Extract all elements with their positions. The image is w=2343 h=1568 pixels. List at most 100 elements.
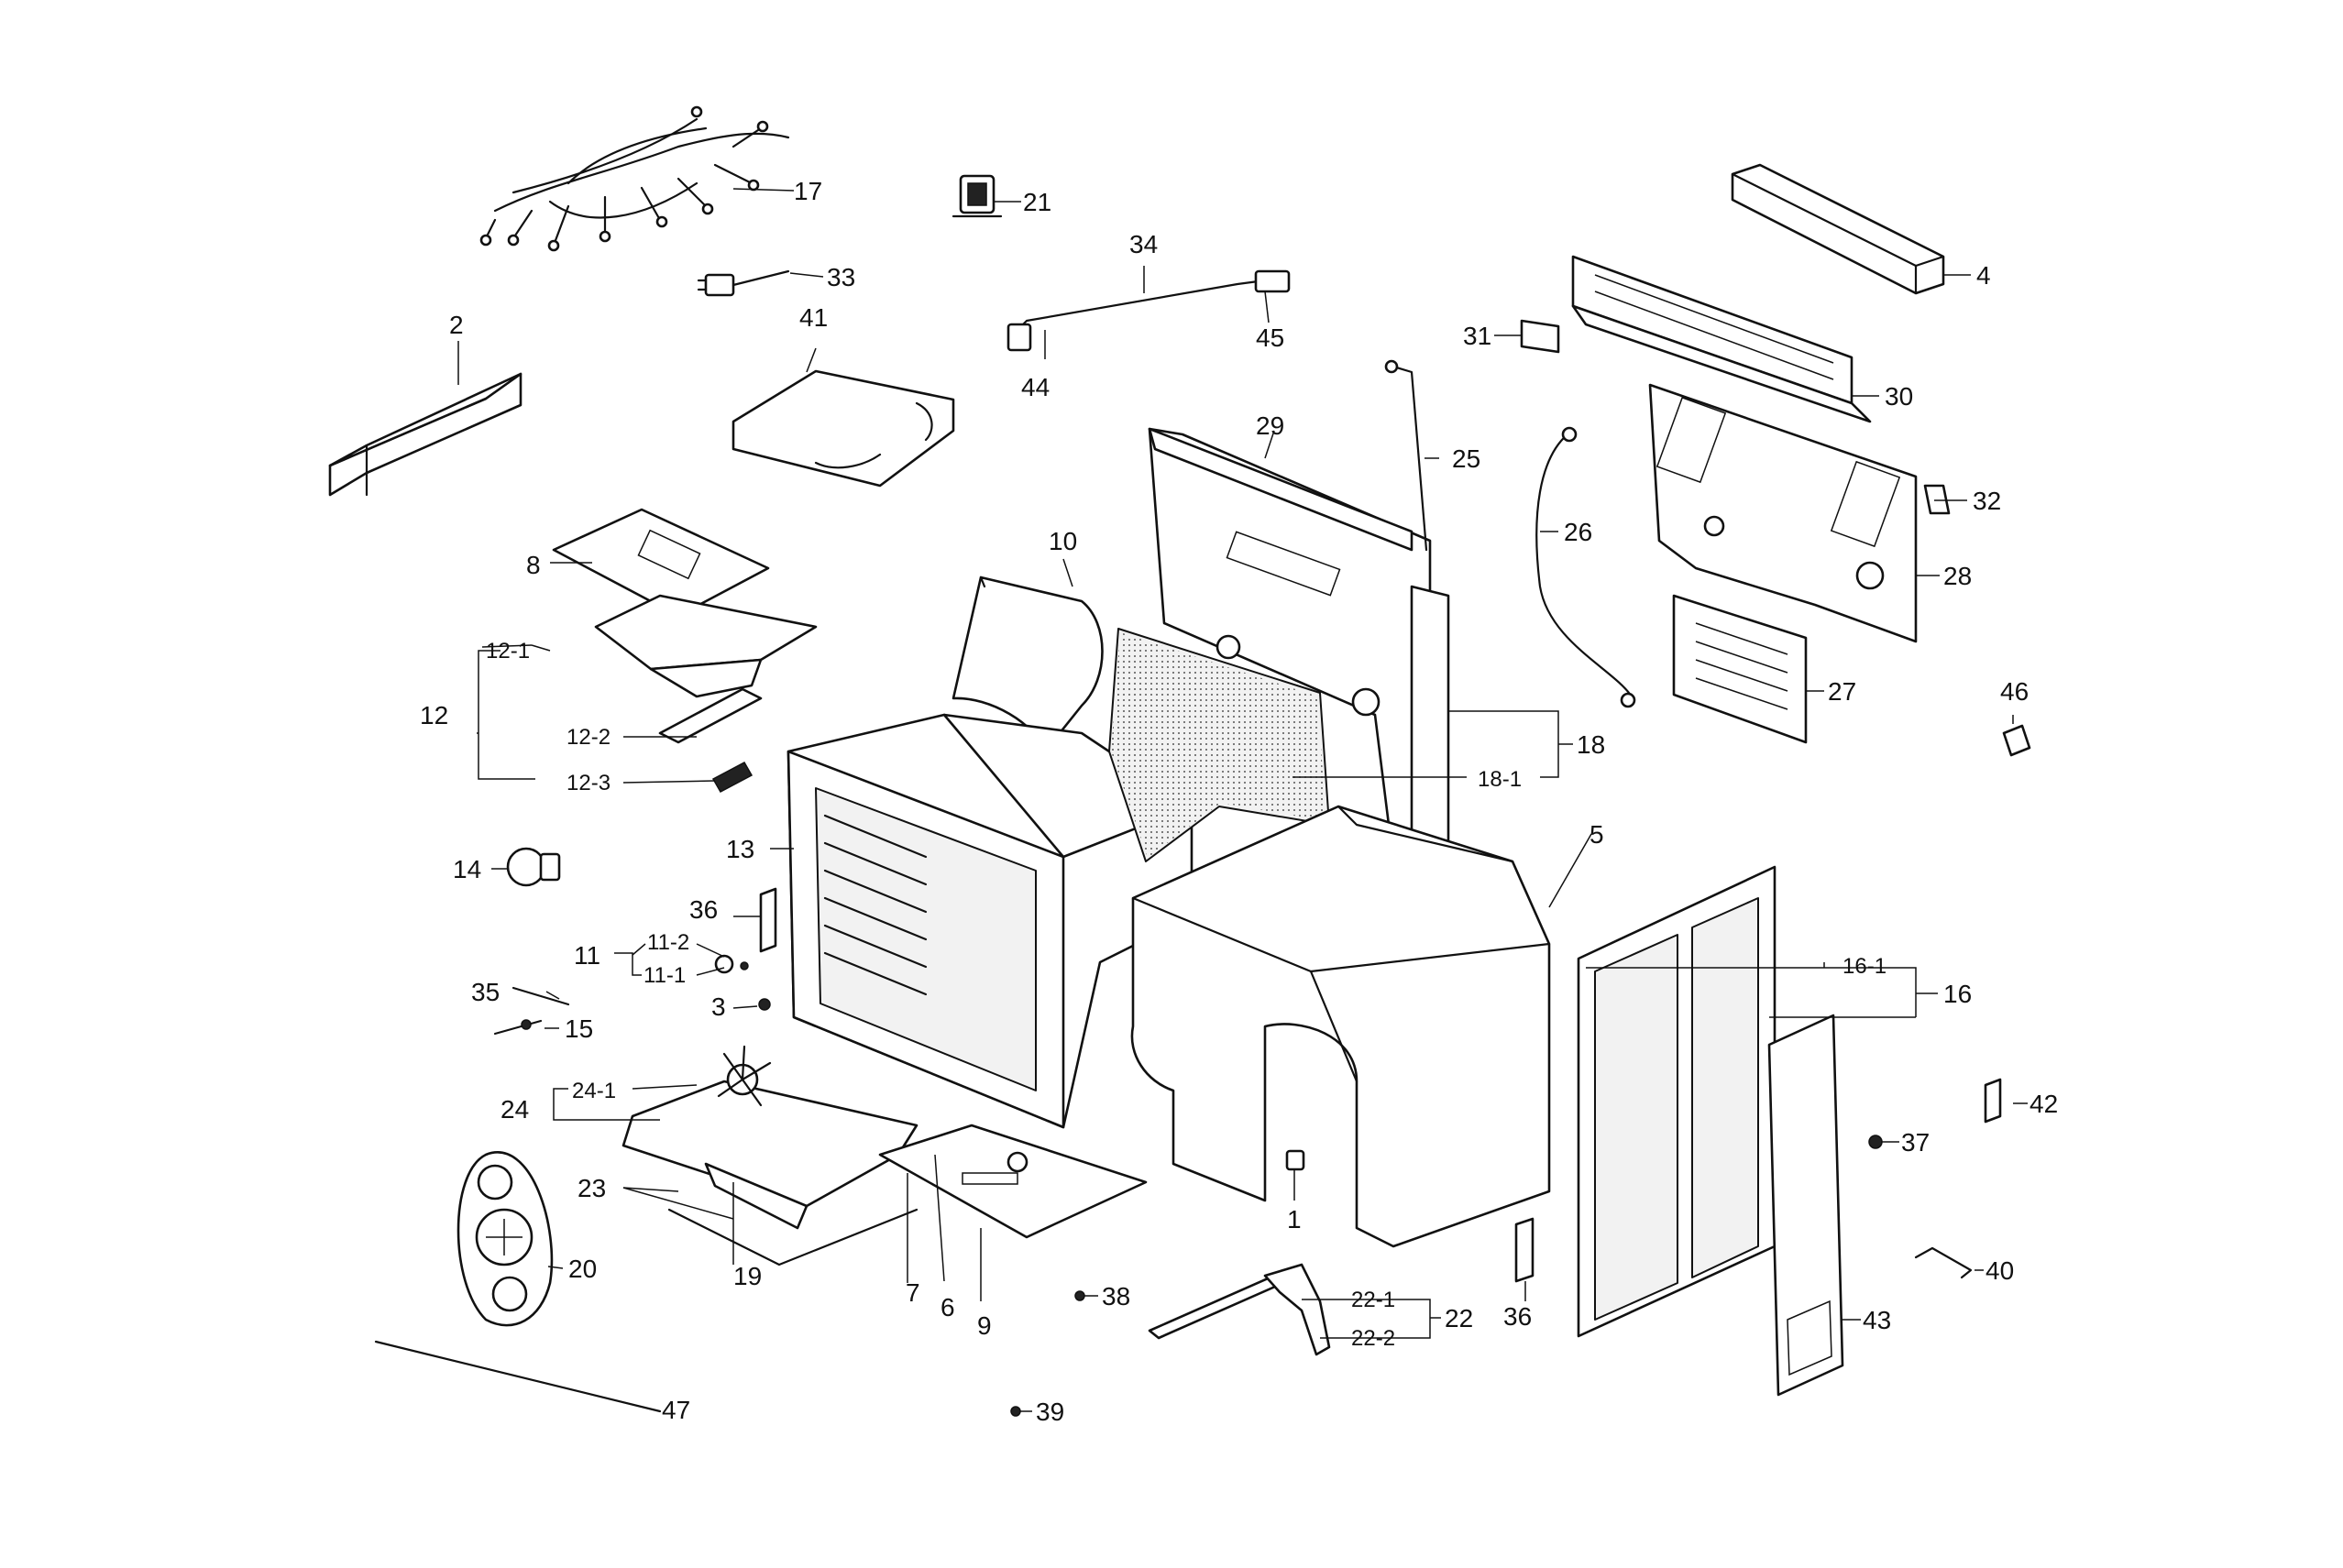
label-45: 45: [1256, 323, 1284, 352]
label-40: 40: [1986, 1256, 2014, 1285]
label-22-1: 22-1: [1351, 1288, 1395, 1312]
part-8-bracket-plate: [552, 508, 770, 618]
part-20-fan-cover: [456, 1151, 554, 1327]
label-46: 46: [2000, 677, 2029, 706]
label-8: 8: [526, 551, 541, 579]
label-19: 19: [733, 1262, 762, 1290]
label-29: 29: [1256, 411, 1284, 440]
part-38-screw: [1074, 1290, 1085, 1301]
label-36a: 36: [689, 895, 718, 924]
part-14-oven-light: [506, 847, 561, 887]
part-10-duct: [952, 576, 1104, 753]
label-12-1: 12-1: [486, 639, 530, 663]
part-19-fan-blade: [717, 1045, 772, 1107]
label-12: 12: [420, 701, 448, 729]
label-11-1: 11-1: [644, 963, 686, 988]
part-24-bottom-tray: [622, 1080, 918, 1230]
part-30-rear-rail: [1571, 255, 1872, 423]
label-32: 32: [1973, 487, 2001, 515]
label-41: 41: [799, 303, 828, 332]
label-11: 11: [574, 941, 600, 970]
part-27-rear-cover: [1672, 594, 1808, 744]
label-24-1: 24-1: [572, 1079, 616, 1103]
part-4-insulation-block: [1731, 163, 1945, 295]
part-47-rod: [374, 1340, 662, 1413]
label-22-2: 22-2: [1351, 1326, 1395, 1351]
label-33: 33: [827, 263, 855, 291]
label-3: 3: [711, 992, 726, 1021]
label-47: 47: [662, 1396, 690, 1424]
part-23-heater-element: [667, 1208, 918, 1266]
part-17-wire-harness: [479, 105, 790, 252]
label-10: 10: [1049, 527, 1077, 555]
label-12-2: 12-2: [566, 725, 610, 750]
label-14: 14: [453, 855, 481, 883]
part-22-hinge: [1148, 1263, 1331, 1356]
label-26: 26: [1564, 518, 1592, 546]
part-12-vent-assembly: [594, 594, 818, 794]
part-18-insulation-panel: [1108, 628, 1330, 862]
part-25-tube: [1384, 359, 1428, 552]
label-34: 34: [1129, 230, 1158, 258]
label-16: 16: [1943, 980, 1972, 1008]
part-9-floor-plate: [878, 1124, 1148, 1239]
label-17: 17: [794, 177, 822, 205]
part-41-cover-plate: [732, 369, 955, 488]
label-5: 5: [1590, 820, 1604, 849]
part-33-power-cord: [697, 269, 790, 297]
label-1: 1: [1287, 1205, 1302, 1234]
label-36b: 36: [1503, 1302, 1532, 1331]
label-18-1: 18-1: [1478, 767, 1522, 792]
part-36-hinge-bracket-right: [1514, 1217, 1534, 1283]
part-13-oven-cavity: [786, 713, 1194, 1129]
label-18: 18: [1577, 730, 1605, 759]
label-38: 38: [1102, 1282, 1130, 1310]
label-42: 42: [2030, 1090, 2058, 1118]
part-36-hinge-bracket-left: [759, 887, 777, 953]
part-31-bracket: [1520, 319, 1560, 354]
label-11-2: 11-2: [647, 930, 689, 955]
label-39: 39: [1036, 1398, 1064, 1426]
label-7: 7: [906, 1278, 920, 1307]
label-28: 28: [1943, 562, 1972, 590]
part-34-sensor-cable: [1006, 269, 1291, 352]
part-16-door-frame: [1577, 865, 1776, 1338]
label-27: 27: [1828, 677, 1856, 706]
label-43: 43: [1863, 1306, 1891, 1334]
part-29-rear-frame: [1148, 427, 1450, 872]
part-2-insulation-block: [328, 372, 522, 497]
label-35: 35: [471, 978, 500, 1006]
part-5-outer-cabinet: [1130, 805, 1551, 1248]
part-42-clip: [1984, 1078, 2002, 1124]
part-35-rod: [512, 986, 570, 1006]
label-21: 21: [1023, 188, 1051, 216]
label-23: 23: [578, 1174, 606, 1202]
label-20: 20: [568, 1255, 597, 1283]
part-32-bracket: [1923, 484, 1951, 515]
label-2: 2: [449, 311, 464, 339]
label-13: 13: [726, 835, 754, 863]
part-37-screw: [1868, 1135, 1883, 1149]
part-46-clip: [2002, 724, 2031, 757]
part-26-tube: [1535, 426, 1636, 708]
label-4: 4: [1976, 261, 1991, 290]
label-6: 6: [940, 1293, 955, 1321]
part-11-sensor: [714, 954, 749, 974]
part-3-screw: [758, 998, 771, 1011]
part-28-back-panel: [1648, 383, 1918, 643]
part-40-rod: [1914, 1246, 1973, 1279]
part-1-leveling-leg: [1285, 1149, 1305, 1171]
label-22: 22: [1445, 1304, 1473, 1332]
label-37: 37: [1901, 1128, 1930, 1157]
part-43-door-liner: [1767, 1014, 1844, 1397]
label-15: 15: [565, 1014, 593, 1043]
label-25: 25: [1452, 444, 1480, 473]
label-12-3: 12-3: [566, 771, 610, 795]
label-16-1: 16-1: [1842, 954, 1886, 979]
part-labels: 17 21 33 34 44 45 2 4 41 31 30 29 25 32 …: [420, 177, 2058, 1426]
leader-lines: [457, 188, 2028, 1412]
label-9: 9: [977, 1311, 992, 1340]
part-39-screw: [1010, 1406, 1021, 1417]
